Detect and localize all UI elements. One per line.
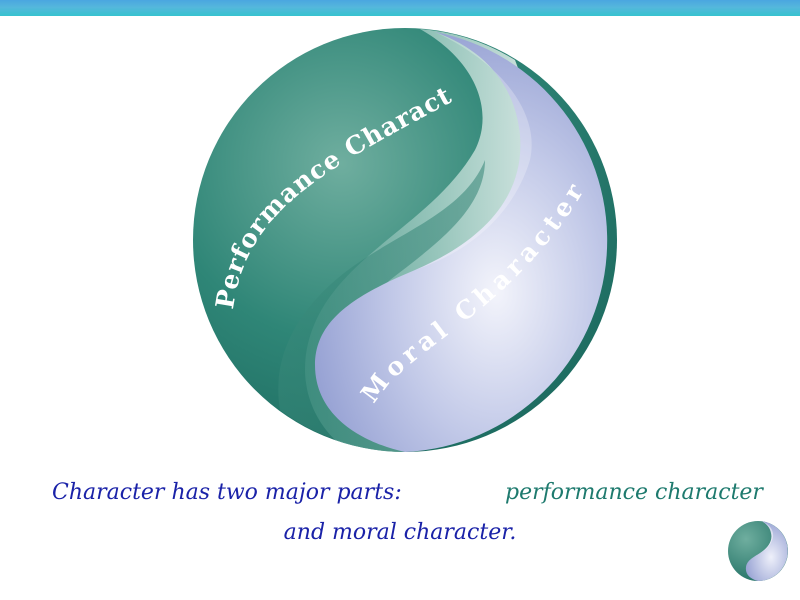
caption-moral: moral character. — [332, 520, 517, 545]
caption-line-2: and moral character. — [0, 520, 800, 545]
caption-performance: performance character — [505, 480, 763, 505]
moral-half — [315, 32, 608, 452]
caption-lead: Character has two major parts: — [52, 480, 402, 505]
caption-and: and — [283, 520, 326, 545]
yin-yang-diagram: Performance Character Moral Character — [185, 20, 617, 452]
top-accent-bar — [0, 0, 800, 16]
moral-highlight — [415, 32, 532, 270]
yin-yang-logo-icon — [728, 521, 788, 581]
